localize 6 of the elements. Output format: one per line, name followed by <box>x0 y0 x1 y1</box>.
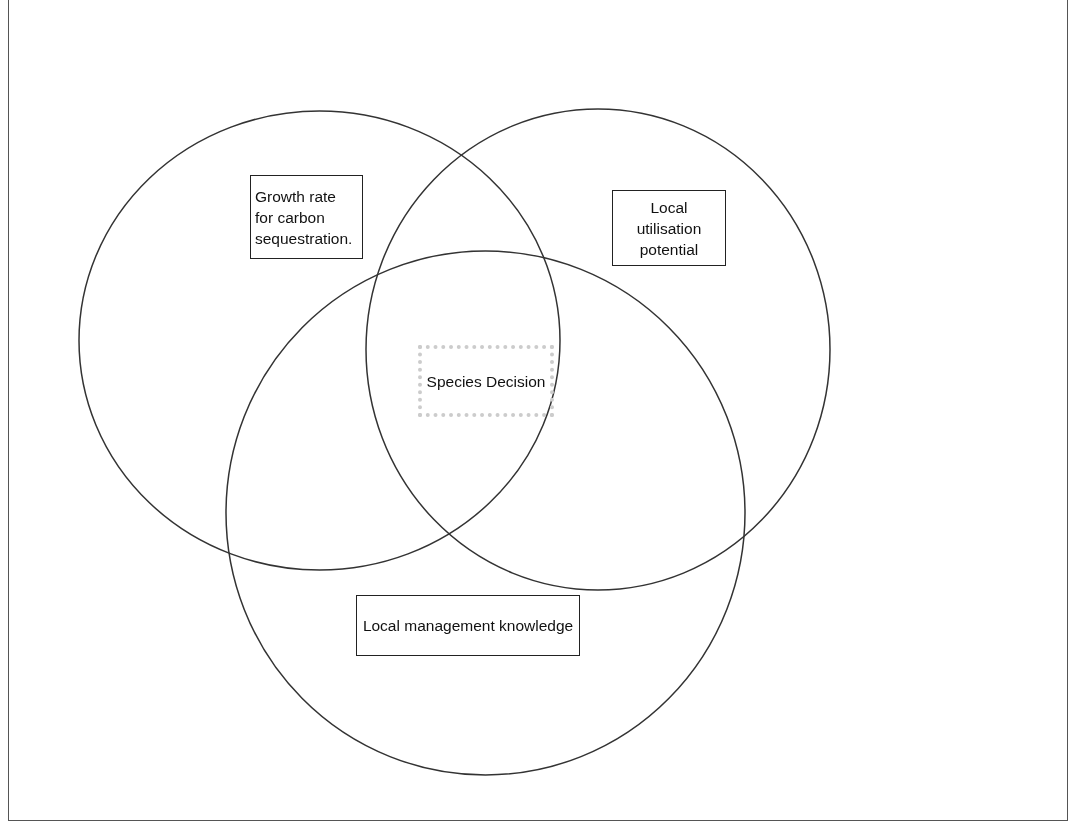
venn-ellipse <box>78 110 561 571</box>
text-box: Local management knowledge <box>356 595 580 656</box>
venn-ellipse <box>365 108 831 591</box>
text-box: Growth rate for carbon sequestration. <box>250 175 363 259</box>
decision-box: Species Decision <box>418 345 554 417</box>
text-box: Local utilisation potential <box>612 190 726 266</box>
